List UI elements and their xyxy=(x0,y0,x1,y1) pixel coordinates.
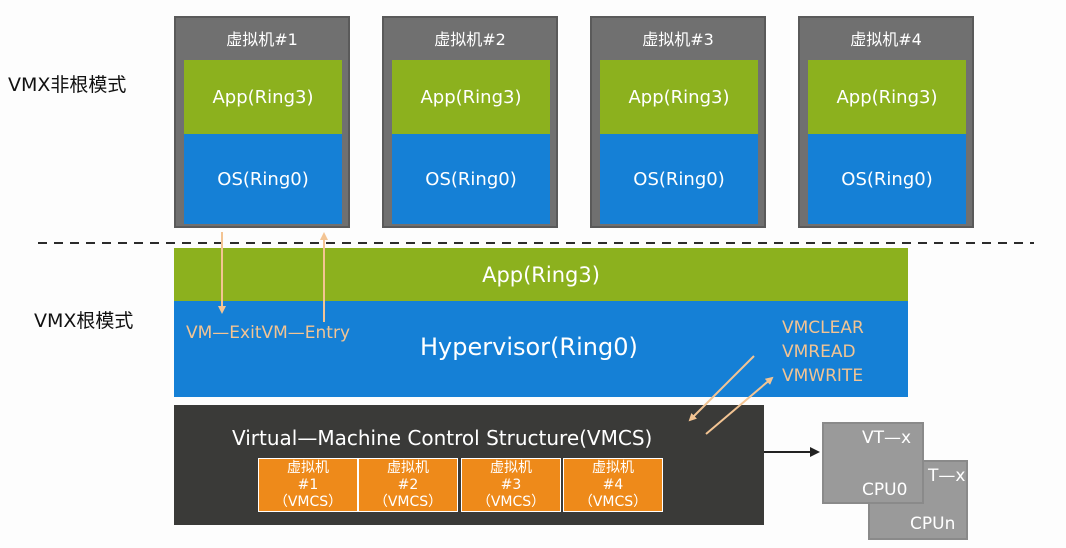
vmread-arrow xyxy=(688,355,755,422)
non-root-mode-label: VMX非根模式 xyxy=(8,74,127,96)
vmcs-entry-suffix: （VMCS） xyxy=(373,494,443,510)
vmcs-entry-name: 虚拟机 xyxy=(490,460,532,476)
vm-os-layer: OS(Ring0) xyxy=(600,134,758,224)
vm-2: 虚拟机#2 App(Ring3) OS(Ring0) xyxy=(382,16,558,228)
vmcs-entry-4: 虚拟机 #4 （VMCS） xyxy=(563,458,663,512)
vmcs-entry-number: #3 xyxy=(500,477,522,493)
vm-exit-entry-label: VM—ExitVM—Entry xyxy=(186,323,351,343)
vmclear-label: VMCLEAR xyxy=(782,318,864,338)
cpu-n-vtx-label: T—x xyxy=(928,466,966,486)
vm-title: 虚拟机#1 xyxy=(226,30,298,49)
vmcs-entry-suffix: （VMCS） xyxy=(476,494,546,510)
vmcs-entry-name: 虚拟机 xyxy=(387,460,429,476)
vmread-label: VMREAD xyxy=(782,342,856,362)
vmcs-entry-3: 虚拟机 #3 （VMCS） xyxy=(461,458,561,512)
vm-app-layer: App(Ring3) xyxy=(184,60,342,134)
vmcs-entry-2: 虚拟机 #2 （VMCS） xyxy=(358,458,458,512)
vm-title: 虚拟机#4 xyxy=(850,30,922,49)
root-app-layer: App(Ring3) xyxy=(174,248,908,301)
vm-app-layer: App(Ring3) xyxy=(392,60,550,134)
cpu-0-vtx-label: VT—x xyxy=(862,428,912,448)
vmcs-entry-1: 虚拟机 #1 （VMCS） xyxy=(258,458,358,512)
cpu-0-label: CPU0 xyxy=(862,480,908,500)
hypervisor-title: Hypervisor(Ring0) xyxy=(420,333,638,361)
vmcs-title: Virtual—Machine Control Structure(VMCS) xyxy=(232,426,653,450)
vm-os-layer: OS(Ring0) xyxy=(184,134,342,224)
vm-app-layer: App(Ring3) xyxy=(600,60,758,134)
vm-os-layer: OS(Ring0) xyxy=(392,134,550,224)
vm-1: 虚拟机#1 App(Ring3) OS(Ring0) xyxy=(174,16,350,228)
cpu-n-label: CPUn xyxy=(910,514,956,534)
vmcs-entry-suffix: （VMCS） xyxy=(273,494,343,510)
vmcs-entry-name: 虚拟机 xyxy=(287,460,329,476)
hypervisor-layer xyxy=(174,301,908,397)
vmwrite-label: VMWRITE xyxy=(782,366,864,386)
vm-os-layer: OS(Ring0) xyxy=(808,134,966,224)
vmwrite-arrow xyxy=(705,376,774,435)
vm-app-layer: App(Ring3) xyxy=(808,60,966,134)
vmcs-entry-suffix: （VMCS） xyxy=(578,494,648,510)
vm-4: 虚拟机#4 App(Ring3) OS(Ring0) xyxy=(798,16,974,228)
root-mode-label: VMX根模式 xyxy=(34,310,134,332)
vm-title: 虚拟机#2 xyxy=(434,30,506,49)
vm-3: 虚拟机#3 App(Ring3) OS(Ring0) xyxy=(590,16,766,228)
vmcs-entry-name: 虚拟机 xyxy=(592,460,634,476)
vmcs-entry-number: #1 xyxy=(297,477,319,493)
vmcs-entry-number: #4 xyxy=(602,477,624,493)
vm-title: 虚拟机#3 xyxy=(642,30,714,49)
cpu-0-box xyxy=(822,422,924,504)
vmcs-entry-number: #2 xyxy=(397,477,419,493)
